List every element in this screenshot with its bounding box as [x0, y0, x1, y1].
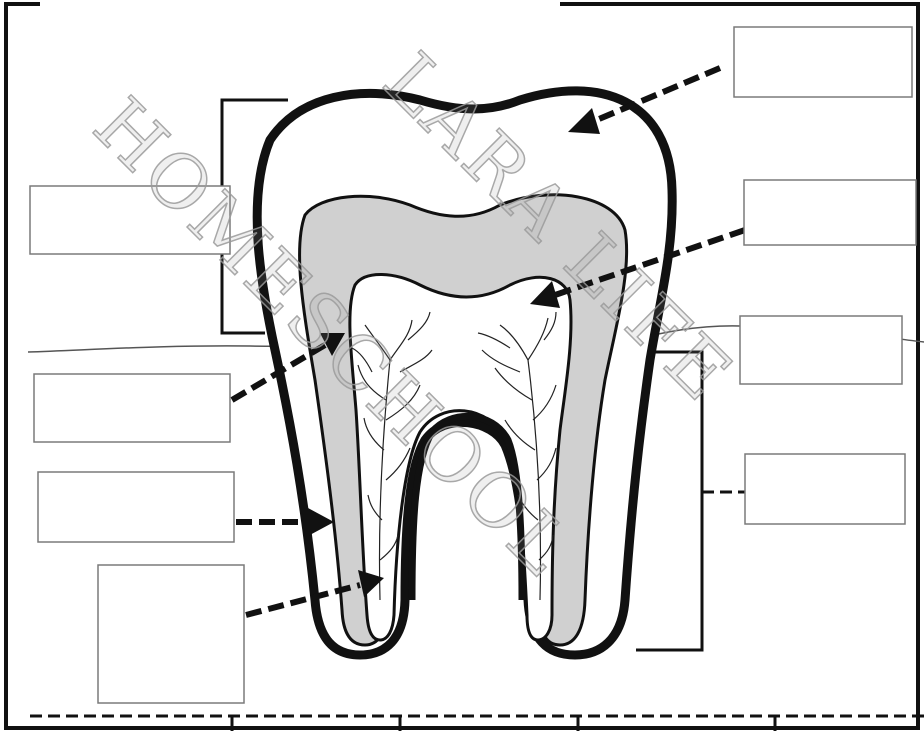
label-box-nerves[interactable] [98, 565, 244, 703]
label-box-enamel[interactable] [734, 27, 912, 97]
label-box-gum[interactable] [740, 316, 902, 384]
label-box-pulp[interactable] [744, 180, 916, 245]
label-box-cementum[interactable] [38, 472, 234, 542]
top-strip [40, 0, 560, 10]
label-box-root[interactable] [745, 454, 905, 524]
label-box-dentin[interactable] [34, 374, 230, 442]
